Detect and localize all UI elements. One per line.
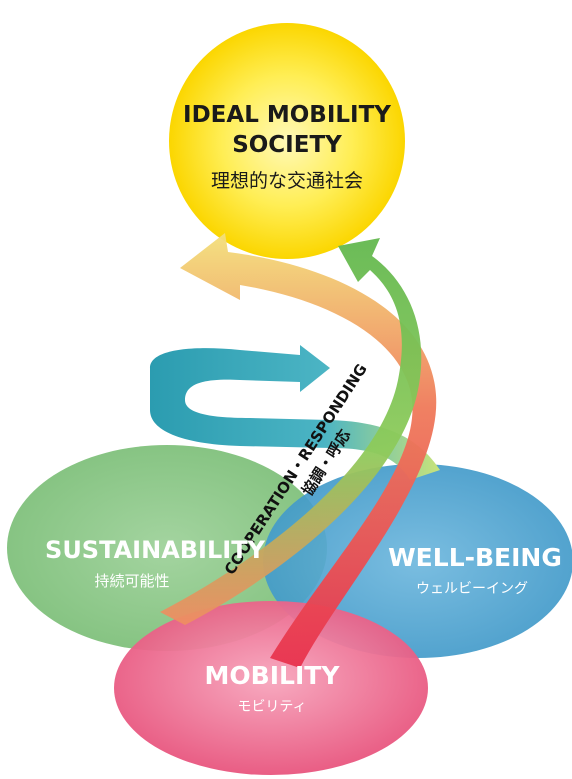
mobility-circle [114,601,428,775]
sustainability-title: SUSTAINABILITY [45,536,266,564]
loop-ribbon [150,345,440,480]
mobility-subtitle: モビリティ [237,699,306,715]
goal-title-line2: SOCIETY [232,132,342,158]
sustainability-circle [7,445,327,651]
red-arrow [180,233,437,668]
well-being-subtitle: ウェルビーイング [416,581,528,597]
goal-title-line1: IDEAL MOBILITY [183,102,391,128]
mobility-title: MOBILITY [205,661,341,690]
well-being-title: WELL-BEING [388,543,562,572]
goal-circle [169,23,405,259]
sustainability-subtitle: 持続可能性 [94,572,169,590]
green-arrow [160,238,422,625]
goal-subtitle: 理想的な交通社会 [211,170,363,192]
